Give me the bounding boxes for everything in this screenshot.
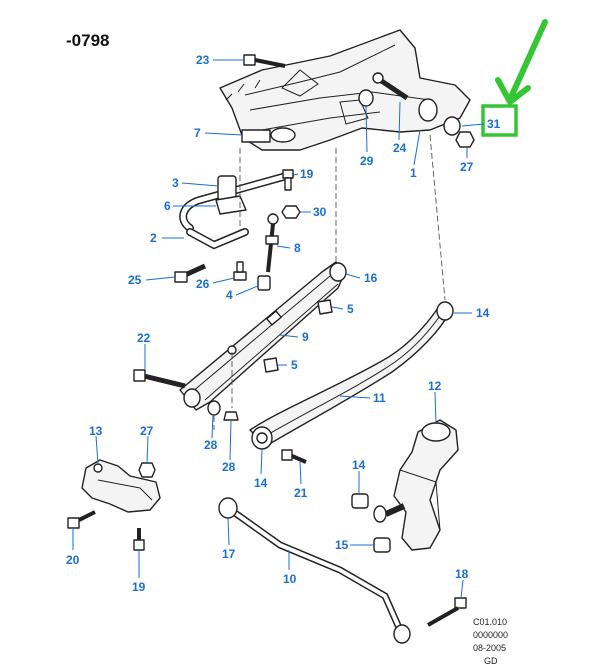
callout-23: 23 bbox=[196, 53, 210, 67]
callout-19b: 19 bbox=[132, 580, 146, 594]
bolt-21 bbox=[281, 449, 307, 464]
reference-line-2: 0000000 bbox=[473, 630, 508, 640]
callout-16: 16 bbox=[364, 271, 378, 285]
callout-24: 24 bbox=[393, 141, 407, 155]
callout-28a: 28 bbox=[204, 438, 218, 452]
bush-14 bbox=[351, 493, 369, 509]
control-arm-11 bbox=[249, 301, 454, 450]
alignment-lines bbox=[213, 134, 446, 430]
bush-15 bbox=[373, 537, 391, 553]
lower-arm-9 bbox=[179, 261, 347, 411]
callout-25: 25 bbox=[128, 273, 142, 287]
callout-21: 21 bbox=[294, 486, 308, 500]
bolt-23 bbox=[243, 54, 286, 68]
rear-link-10 bbox=[218, 497, 411, 644]
callout-5b: 5 bbox=[291, 358, 298, 372]
bolt-24 bbox=[372, 72, 409, 101]
callout-8: 8 bbox=[294, 241, 301, 255]
bolt-22 bbox=[133, 369, 186, 389]
bolt-18 bbox=[427, 597, 467, 627]
plate-5a bbox=[317, 299, 333, 315]
callout-27b: 27 bbox=[140, 424, 154, 438]
reference-block: C01.010 0000000 08-2005 GD bbox=[473, 617, 508, 666]
bar-bush-3 bbox=[217, 175, 237, 201]
bolt-19-lower bbox=[133, 528, 145, 551]
callout-14b: 14 bbox=[254, 476, 268, 490]
highlight-arrow bbox=[495, 19, 548, 105]
callout-12: 12 bbox=[428, 379, 442, 393]
plate-5b bbox=[263, 357, 279, 373]
callout-19a: 19 bbox=[300, 167, 314, 181]
callout-27a: 27 bbox=[460, 160, 474, 174]
bar-clamp-6 bbox=[215, 195, 247, 215]
nut-28-lower bbox=[223, 411, 239, 421]
nut-30 bbox=[281, 205, 301, 219]
callout-30: 30 bbox=[313, 205, 327, 219]
stabilizer-bar bbox=[179, 171, 294, 250]
callout-28b: 28 bbox=[222, 460, 236, 474]
callout-17: 17 bbox=[222, 547, 236, 561]
bolt-26 bbox=[233, 261, 247, 281]
callout-6: 6 bbox=[164, 199, 171, 213]
callout-1: 1 bbox=[410, 166, 417, 180]
callout-3: 3 bbox=[172, 176, 179, 190]
callout-14c: 14 bbox=[352, 458, 366, 472]
callout-13: 13 bbox=[89, 424, 103, 438]
nut-27 bbox=[455, 131, 475, 148]
callout-26: 26 bbox=[196, 277, 210, 291]
leader-lines bbox=[72, 59, 485, 599]
reference-line-3: 08-2005 bbox=[473, 643, 506, 653]
callout-11: 11 bbox=[373, 391, 386, 405]
callout-29: 29 bbox=[360, 154, 374, 168]
bush-31 bbox=[443, 116, 461, 136]
subframe-part bbox=[219, 29, 471, 151]
bush-29 bbox=[358, 89, 374, 107]
callout-15: 15 bbox=[335, 538, 349, 552]
highlight-box bbox=[481, 104, 518, 137]
callout-31: 31 bbox=[487, 117, 501, 131]
callout-4: 4 bbox=[226, 288, 233, 302]
callout-2: 2 bbox=[150, 231, 157, 245]
bush-28-upper bbox=[207, 400, 221, 416]
bolt-20 bbox=[67, 510, 96, 529]
callout-18: 18 bbox=[455, 567, 469, 581]
callout-10: 10 bbox=[283, 572, 297, 586]
bush-4 bbox=[257, 275, 271, 291]
diagram-code: -0798 bbox=[66, 31, 109, 50]
knuckle-12 bbox=[373, 419, 459, 551]
bolt-19-upper bbox=[282, 169, 294, 191]
reference-line-1: C01.010 bbox=[473, 617, 507, 627]
callout-22: 22 bbox=[137, 331, 151, 345]
reference-line-4: GD bbox=[484, 656, 498, 666]
callout-5a: 5 bbox=[347, 302, 354, 316]
callout-9: 9 bbox=[302, 330, 309, 344]
nut-27-lower bbox=[138, 462, 156, 478]
callout-7: 7 bbox=[194, 126, 201, 140]
stabilizer-link-8 bbox=[265, 213, 279, 273]
callout-20: 20 bbox=[66, 553, 80, 567]
callout-14a: 14 bbox=[476, 306, 490, 320]
bracket-13 bbox=[81, 459, 161, 513]
callouts: 23 7 29 24 1 27 31 3 19 6 30 2 8 25 26 4… bbox=[66, 53, 501, 594]
